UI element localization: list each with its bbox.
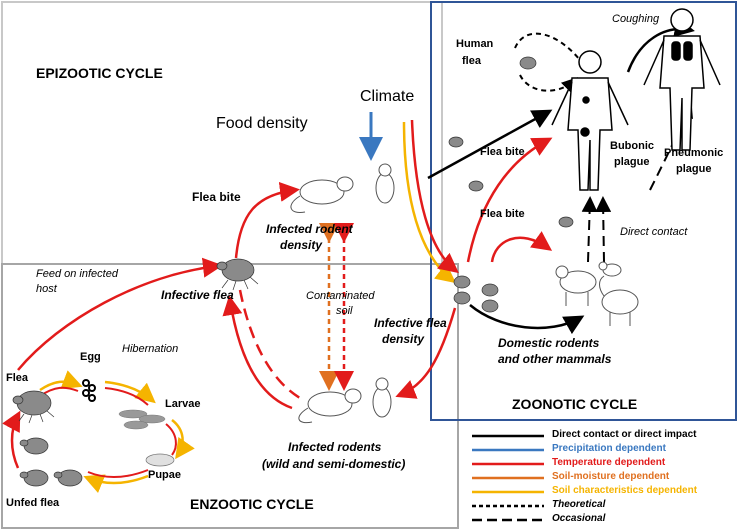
pupae-to-unfed-arrow (83, 474, 149, 493)
legend-label: Direct contact or direct impact (552, 429, 697, 440)
flea-icon-infective (216, 258, 259, 291)
direct-contact-label: Direct contact (620, 226, 688, 238)
pupae-to-unfed-arrow-red (87, 469, 149, 478)
food-density-label: Food density (216, 115, 308, 132)
direct-contact-arrow-1 (581, 196, 598, 263)
legend-line (472, 448, 544, 452)
legend-line (472, 476, 544, 480)
zoonotic-cycle-title: ZOONOTIC CYCLE (512, 396, 638, 412)
epizootic-cycle-box (1, 1, 443, 265)
unfed-to-flea-arrow (2, 410, 21, 469)
contaminated-soil-label-1: Contaminated (306, 290, 375, 302)
legend-line (472, 490, 544, 494)
legend-item: Precipitation dependent (470, 443, 735, 457)
larvae-icon (118, 409, 166, 430)
human-pneumonic-icon (643, 8, 721, 151)
flea-to-domestic-arrow (469, 304, 585, 335)
flea-to-infected-rodent-arrow (234, 181, 300, 259)
infective-flea-label: Infective flea (161, 288, 234, 302)
legend-label: Soil characteristics dependent (552, 485, 698, 496)
domestic-rodents-label-1: Domestic rodents (498, 336, 600, 350)
rodents-to-flea-arrow (222, 295, 293, 410)
rodent-icon-infected-top (290, 163, 395, 214)
pupae-label: Pupae (148, 469, 182, 481)
feed-on-infected-label-2: host (36, 283, 57, 295)
infected-rodents-label-2: (wild and semi-domestic) (262, 457, 406, 471)
legend-line (472, 518, 544, 522)
legend-item: Theoretical (470, 499, 735, 513)
flea-bite-label-human: Flea bite (480, 146, 525, 158)
egg-icon (82, 379, 96, 402)
human-flea-label-2: flea (462, 55, 481, 67)
domestic-rodents-label-2: and other mammals (498, 352, 612, 366)
soil-characteristics-arrow (402, 121, 456, 284)
legend-label: Theoretical (552, 499, 606, 510)
contaminated-soil-label-2: soil (336, 305, 353, 317)
infected-rodents-label-1: Infected rodents (288, 440, 382, 454)
bubonic-plague-label-1: Bubonic (610, 140, 654, 152)
flea-bite-to-human-arrow (427, 109, 553, 180)
flea-bite-label-epizootic: Flea bite (192, 190, 241, 204)
human-bubonic-icon (551, 50, 629, 191)
enzootic-cycle-title: ENZOOTIC CYCLE (190, 496, 314, 512)
legend-label: Soil-moisture dependent (552, 471, 670, 482)
flea-icon-adult (12, 390, 55, 424)
legend-item: Temperature dependent (470, 457, 735, 471)
infected-rodent-density-label-1: Infected rodent (266, 222, 353, 236)
climate-label: Climate (360, 88, 415, 105)
infected-rodent-density-label-2: density (280, 238, 323, 252)
legend-line (472, 434, 544, 438)
zoonotic-cycle-box (430, 1, 737, 421)
domestic-animals-icon (555, 261, 639, 326)
larvae-to-pupae-arrow (171, 419, 195, 460)
legend-item: Soil-moisture dependent (470, 471, 735, 485)
legend-label: Temperature dependent (552, 457, 666, 468)
feed-on-infected-arrow (17, 257, 223, 371)
pneumonic-plague-label-1: Pneumonic (664, 147, 724, 159)
pneumonic-plague-label-2: plague (676, 163, 712, 175)
flea-density-icons (448, 56, 574, 313)
rodent-icon-infected-bottom (298, 377, 392, 424)
hibernation-label: Hibernation (122, 343, 179, 355)
legend-item: Soil characteristics dependent (470, 485, 735, 499)
direct-contact-arrow-2 (595, 196, 612, 263)
legend-item: Direct contact or direct impact (470, 429, 735, 443)
egg-label: Egg (80, 351, 101, 363)
legend-line (472, 504, 544, 508)
egg-to-larvae-arrow (104, 380, 156, 404)
flea-bite-to-domestic-arrow (490, 231, 553, 263)
legend-label: Precipitation dependent (552, 443, 666, 454)
flea-bite-label-domestic: Flea bite (480, 208, 525, 220)
flea-icon-unfed (19, 437, 83, 487)
infective-flea-density-label-2: density (382, 332, 425, 346)
egg-to-larvae-arrow-red (104, 387, 149, 406)
larvae-label: Larvae (165, 398, 201, 410)
temperature-arrow-climate (410, 119, 459, 274)
infective-flea-density-label-1: Infective flea (374, 316, 447, 330)
pupae-icon (145, 453, 175, 467)
epizootic-cycle-title: EPIZOOTIC CYCLE (36, 65, 163, 81)
flea-density-to-rodents-arrow (395, 307, 457, 399)
flea-to-egg-arrow (39, 370, 83, 392)
flea-bite-to-bubonic-arrow (466, 137, 553, 263)
larvae-to-pupae-arrow-red (165, 423, 177, 456)
flea-down-to-rodents-arrow (238, 289, 301, 400)
coughing-label: Coughing (612, 13, 660, 25)
unfed-flea-label: Unfed flea (6, 497, 60, 509)
flea-label: Flea (6, 372, 29, 384)
bubonic-plague-label-2: plague (614, 156, 650, 168)
legend-item: Occasional (470, 513, 735, 527)
legend-label: Occasional (552, 513, 606, 524)
legend-line (472, 462, 544, 466)
human-flea-label-1: Human (456, 38, 494, 50)
feed-on-infected-label-1: Feed on infected (36, 268, 118, 280)
